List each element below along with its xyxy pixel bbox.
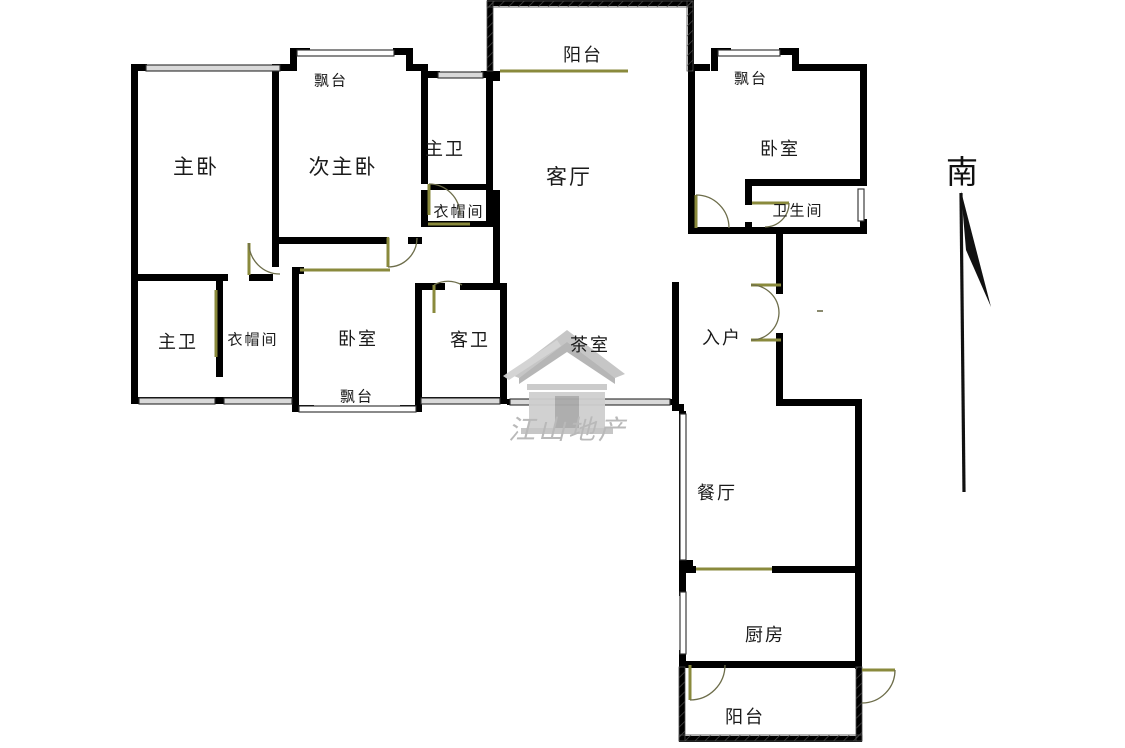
room-label-master-bathroom-lower: 主卫 — [158, 332, 198, 352]
room-label-balcony-bottom: 阳台 — [725, 707, 765, 727]
room-label-entrance: 入户 — [702, 328, 742, 348]
compass-direction-label: 南 — [945, 154, 979, 190]
compass-arrow — [959, 191, 991, 493]
room-label-balcony-top: 阳台 — [563, 45, 603, 65]
room-label-guest-bathroom: 客卫 — [450, 330, 490, 350]
room-label-master-bedroom: 主卧 — [173, 155, 219, 179]
balcony-railings — [486, 0, 863, 742]
windows-group — [138, 49, 865, 655]
room-label-second-master-bedroom: 次主卧 — [308, 155, 378, 179]
room-label-bathroom-right: 卫生间 — [772, 203, 824, 220]
room-label-living-room: 客厅 — [546, 165, 592, 189]
room-label-walk-in-closet-lower: 衣帽间 — [227, 332, 279, 349]
room-label-walk-in-closet-upper: 衣帽间 — [433, 204, 485, 221]
room-label-bay-window-bedroom-lower: 飘台 — [339, 389, 375, 406]
room-label-dining-room: 餐厅 — [697, 483, 737, 503]
room-label-bedroom-right: 卧室 — [760, 139, 800, 159]
room-label-tea-room: 茶室 — [570, 335, 610, 355]
room-label-bay-window-bedroom-top: 飘台 — [313, 73, 349, 90]
room-label-kitchen: 厨房 — [745, 625, 785, 645]
room-label-bay-window-bedroom-right: 飘台 — [733, 71, 769, 88]
room-label-bedroom-lower: 卧室 — [338, 329, 378, 349]
room-label-master-bathroom-upper: 主卫 — [425, 139, 465, 159]
doors-group — [214, 69, 896, 704]
